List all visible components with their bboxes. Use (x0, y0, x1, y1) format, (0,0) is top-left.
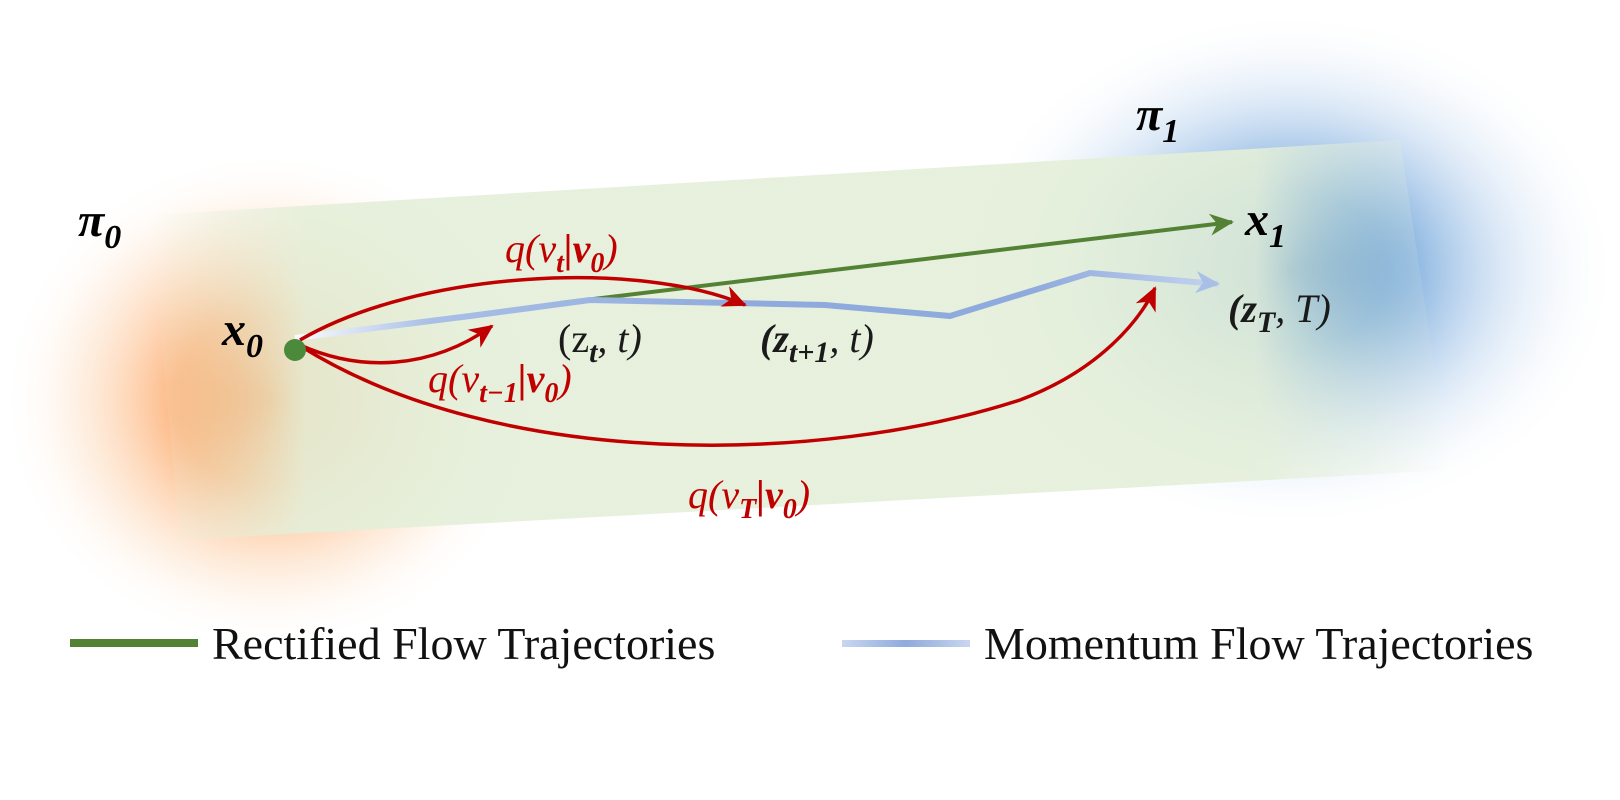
state-label-zT: (zT, T) (1228, 286, 1331, 339)
arc-q-vT (301, 286, 1157, 447)
state-label-zt1: (zt+1, t) (760, 316, 874, 369)
conditional-label-q-vT: q(vT|v0) (688, 472, 810, 525)
flow-corridor (150, 140, 1450, 540)
end-point-label: x1 (1244, 193, 1286, 255)
source-distribution-label: π0 (78, 194, 121, 256)
arc-q-vt1 (299, 324, 494, 365)
conditional-label-q-vt1: q(vt−1|v0) (428, 356, 572, 409)
target-distribution-label: π1 (1136, 88, 1179, 150)
arc-q-vt (299, 275, 747, 342)
momentum-flow-trajectory (294, 270, 1220, 341)
start-point-dot (284, 339, 306, 361)
legend: Rectified Flow Trajectories Momentum Flo… (70, 618, 1533, 669)
legend-rectified-swatch (70, 639, 198, 647)
conditional-label-q-vt: q(vt|v0) (505, 226, 618, 279)
legend-momentum-swatch (842, 640, 970, 647)
state-label-zt: (zt, t) (558, 316, 642, 369)
legend-rectified-label: Rectified Flow Trajectories (212, 618, 715, 669)
start-point-label: x0 (221, 303, 263, 365)
rectified-flow-trajectory (559, 213, 1234, 305)
legend-momentum-label: Momentum Flow Trajectories (984, 618, 1533, 669)
